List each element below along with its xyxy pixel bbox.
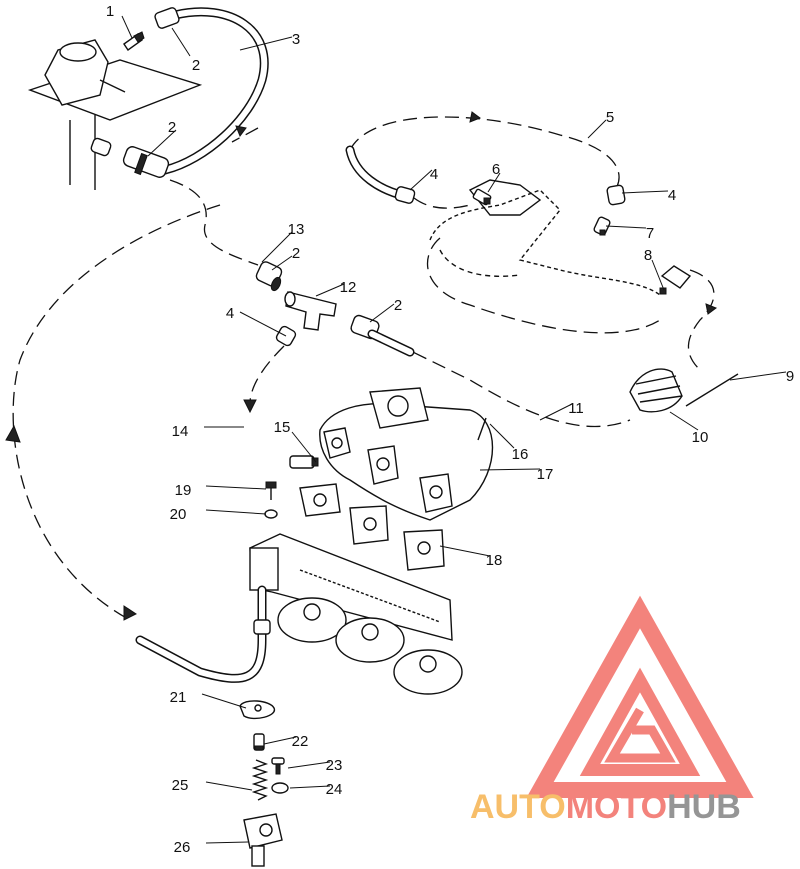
- clamp-strap-9: [685, 373, 739, 407]
- callout-leader-2: [147, 129, 177, 157]
- callout-leader-6: [487, 172, 501, 193]
- callout-label-21: 21: [170, 689, 187, 706]
- callout-leader-10: [669, 411, 699, 431]
- bypass-hose-5: [349, 116, 620, 191]
- callout-leader-12: [315, 283, 345, 297]
- bellows-10: [629, 368, 683, 413]
- callout-leader-7: [605, 225, 647, 229]
- callout-leader-19: [205, 485, 267, 490]
- washer-24: [271, 782, 289, 794]
- callout-leader-22: [263, 736, 297, 745]
- callout-leader-26: [205, 841, 249, 844]
- callout-label-4: 4: [226, 305, 234, 322]
- callout-label-24: 24: [326, 781, 343, 798]
- watermark-triangle-inner: [579, 667, 701, 776]
- callout-label-1: 1: [106, 3, 114, 20]
- fitting-6: [472, 188, 492, 206]
- callout-label-15: 15: [274, 419, 291, 436]
- callout-label-19: 19: [175, 482, 192, 499]
- connector-2-left: [90, 137, 170, 178]
- callout-label-23: 23: [326, 757, 343, 774]
- callout-label-26: 26: [174, 839, 191, 856]
- watermark-text: AUTOMOTOHUB: [470, 788, 741, 826]
- seal-21: [239, 700, 275, 720]
- callout-leader-17: [479, 468, 541, 471]
- water-box-assembly: [27, 39, 203, 190]
- callout-label-4: 4: [668, 187, 676, 204]
- callout-leader-23: [287, 761, 331, 769]
- callout-label-20: 20: [170, 506, 187, 523]
- callout-leader-21: [201, 693, 247, 709]
- callout-label-11: 11: [568, 400, 584, 417]
- callout-leader-2: [271, 255, 293, 271]
- callout-label-8: 8: [644, 247, 652, 264]
- screw-23: [271, 757, 285, 775]
- callout-label-4: 4: [430, 166, 438, 183]
- callout-label-14: 14: [172, 423, 189, 440]
- callout-leader-16: [489, 423, 515, 449]
- washer-20: [264, 509, 278, 519]
- callout-label-2: 2: [192, 57, 200, 74]
- watermark-logo: AUTOMOTOHUB: [470, 595, 754, 826]
- callout-label-2: 2: [292, 245, 300, 262]
- callout-leader-15: [291, 431, 317, 463]
- fitting-8: [659, 265, 692, 295]
- callout-label-7: 7: [646, 225, 654, 242]
- callout-label-9: 9: [786, 368, 794, 385]
- callout-leader-11: [539, 403, 573, 421]
- cylinder-head-assembly: [249, 533, 463, 695]
- callout-leader-2: [171, 27, 191, 57]
- clamp-2-top: [154, 7, 180, 29]
- callout-leader-20: [205, 509, 267, 515]
- callout-label-10: 10: [692, 429, 709, 446]
- callout-label-3: 3: [292, 31, 300, 48]
- callout-leader-4: [409, 169, 433, 191]
- gasket-18: [299, 483, 445, 571]
- callout-leader-9: [729, 371, 787, 381]
- callout-label-16: 16: [512, 446, 529, 463]
- screw-19: [265, 481, 277, 500]
- callout-label-25: 25: [172, 777, 189, 794]
- callout-label-6: 6: [492, 161, 500, 178]
- callout-label-2: 2: [394, 297, 402, 314]
- callout-leader-5: [587, 119, 607, 139]
- callout-leader-13: [261, 231, 293, 263]
- fitting-7: [593, 216, 611, 236]
- callout-label-18: 18: [486, 552, 503, 569]
- callout-leader-4: [239, 311, 287, 337]
- callout-leader-25: [205, 781, 253, 791]
- watermark-triangle-outer: [526, 595, 754, 798]
- callout-leader-18: [439, 545, 491, 557]
- callout-label-22: 22: [292, 733, 309, 750]
- callout-leader-3: [239, 36, 293, 51]
- callout-label-12: 12: [340, 279, 357, 296]
- bolt-16: [477, 417, 487, 441]
- exhaust-manifold-17: [319, 387, 494, 521]
- sensor-22: [253, 733, 265, 751]
- callout-leader-24: [289, 785, 331, 789]
- hose-11: [375, 333, 631, 428]
- callout-label-17: 17: [537, 466, 554, 483]
- engine-outline: [426, 179, 661, 334]
- return-hose-14: [12, 204, 221, 621]
- clamp-4-right: [606, 184, 626, 206]
- flow-line-a: [169, 179, 259, 266]
- spring-25: [251, 759, 269, 801]
- tee-fitting-12: [284, 291, 337, 331]
- callout-label-2: 2: [168, 119, 176, 136]
- callout-leader-8: [651, 259, 665, 291]
- lower-hose: [135, 585, 267, 683]
- callout-leader-1: [121, 15, 133, 39]
- callout-leader-4: [621, 190, 669, 194]
- watermark-g-mark: [604, 707, 676, 763]
- callout-label-13: 13: [288, 221, 305, 238]
- callout-leader-2: [369, 303, 395, 323]
- fitting-1: [123, 31, 145, 51]
- housing-26: [243, 813, 283, 867]
- callout-label-5: 5: [606, 109, 614, 126]
- fitting-15: [289, 455, 319, 469]
